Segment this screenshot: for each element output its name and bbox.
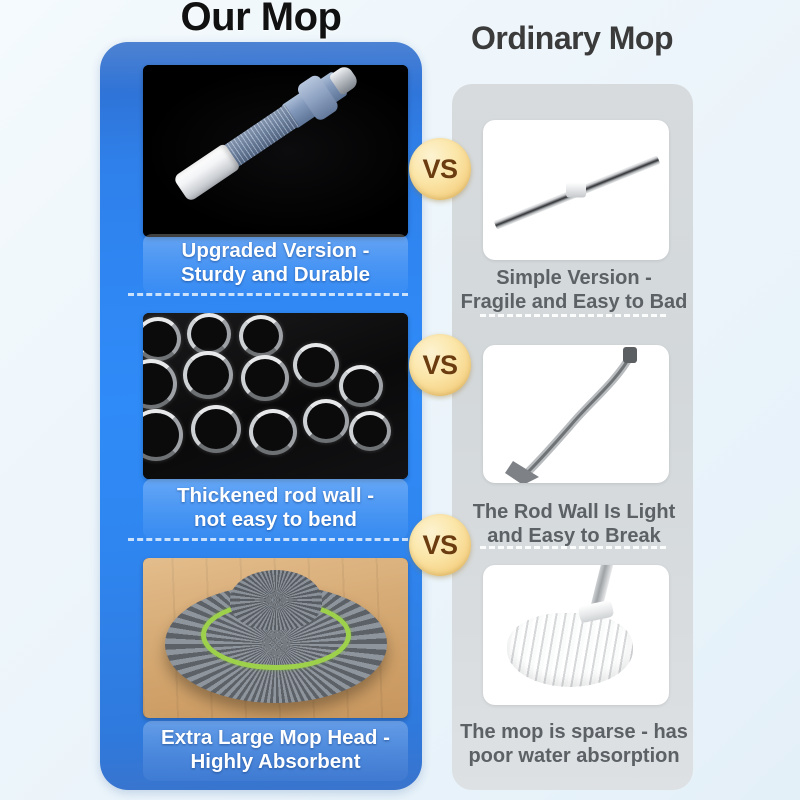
our-mop-heading: Our Mop bbox=[180, 0, 342, 39]
steel-tubes-icon bbox=[143, 313, 408, 479]
section-divider bbox=[480, 546, 666, 549]
ordinary-mop-caption-2: The Rod Wall Is Light and Easy to Break bbox=[455, 500, 693, 548]
ordinary-mop-heading: Ordinary Mop bbox=[470, 20, 674, 56]
our-mop-caption-2: Thickened rod wall - not easy to bend bbox=[143, 479, 408, 539]
our-mop-caption-1: Upgraded Version - Sturdy and Durable bbox=[143, 234, 408, 294]
ordinary-mop-photo-1-rod bbox=[483, 120, 669, 260]
section-divider bbox=[128, 293, 408, 296]
caption-line: The Rod Wall Is Light bbox=[472, 501, 676, 523]
caption-line: not easy to bend bbox=[194, 507, 357, 531]
caption-line: Upgraded Version - bbox=[181, 239, 370, 262]
bent-metal-rod-icon bbox=[483, 345, 669, 483]
our-mop-photo-2-steel-tubes bbox=[143, 313, 408, 479]
caption-line: and Easy to Break bbox=[487, 525, 661, 547]
rod-joint-icon bbox=[566, 182, 586, 198]
ordinary-mop-photo-3-string-mop bbox=[483, 565, 669, 705]
caption-line: poor water absorption bbox=[468, 745, 680, 767]
vs-badge-3: VS bbox=[409, 514, 471, 576]
string-mop-head-icon bbox=[507, 613, 633, 687]
vs-badge-2: VS bbox=[409, 334, 471, 396]
section-divider bbox=[128, 538, 408, 541]
vs-badge-1: VS bbox=[409, 138, 471, 200]
section-divider bbox=[480, 314, 666, 317]
ordinary-mop-caption-1: Simple Version - Fragile and Easy to Bad bbox=[455, 266, 693, 314]
caption-line: Simple Version - bbox=[496, 267, 652, 289]
caption-line: Thickened rod wall - bbox=[176, 484, 375, 507]
ordinary-mop-caption-3: The mop is sparse - has poor water absor… bbox=[455, 720, 693, 768]
caption-line: Sturdy and Durable bbox=[180, 262, 371, 286]
caption-line: Fragile and Easy to Bad bbox=[460, 291, 688, 313]
caption-line: The mop is sparse - has bbox=[460, 721, 688, 743]
caption-line: Highly Absorbent bbox=[190, 749, 361, 773]
our-mop-photo-3-mop-head bbox=[143, 558, 408, 718]
photo-background bbox=[143, 65, 408, 237]
ordinary-mop-photo-2-bent-rod bbox=[483, 345, 669, 483]
our-mop-caption-3: Extra Large Mop Head - Highly Absorbent bbox=[143, 721, 408, 781]
caption-line: Extra Large Mop Head - bbox=[161, 726, 390, 749]
mop-head-dome-icon bbox=[229, 569, 322, 630]
our-mop-photo-1-handle bbox=[143, 65, 408, 237]
